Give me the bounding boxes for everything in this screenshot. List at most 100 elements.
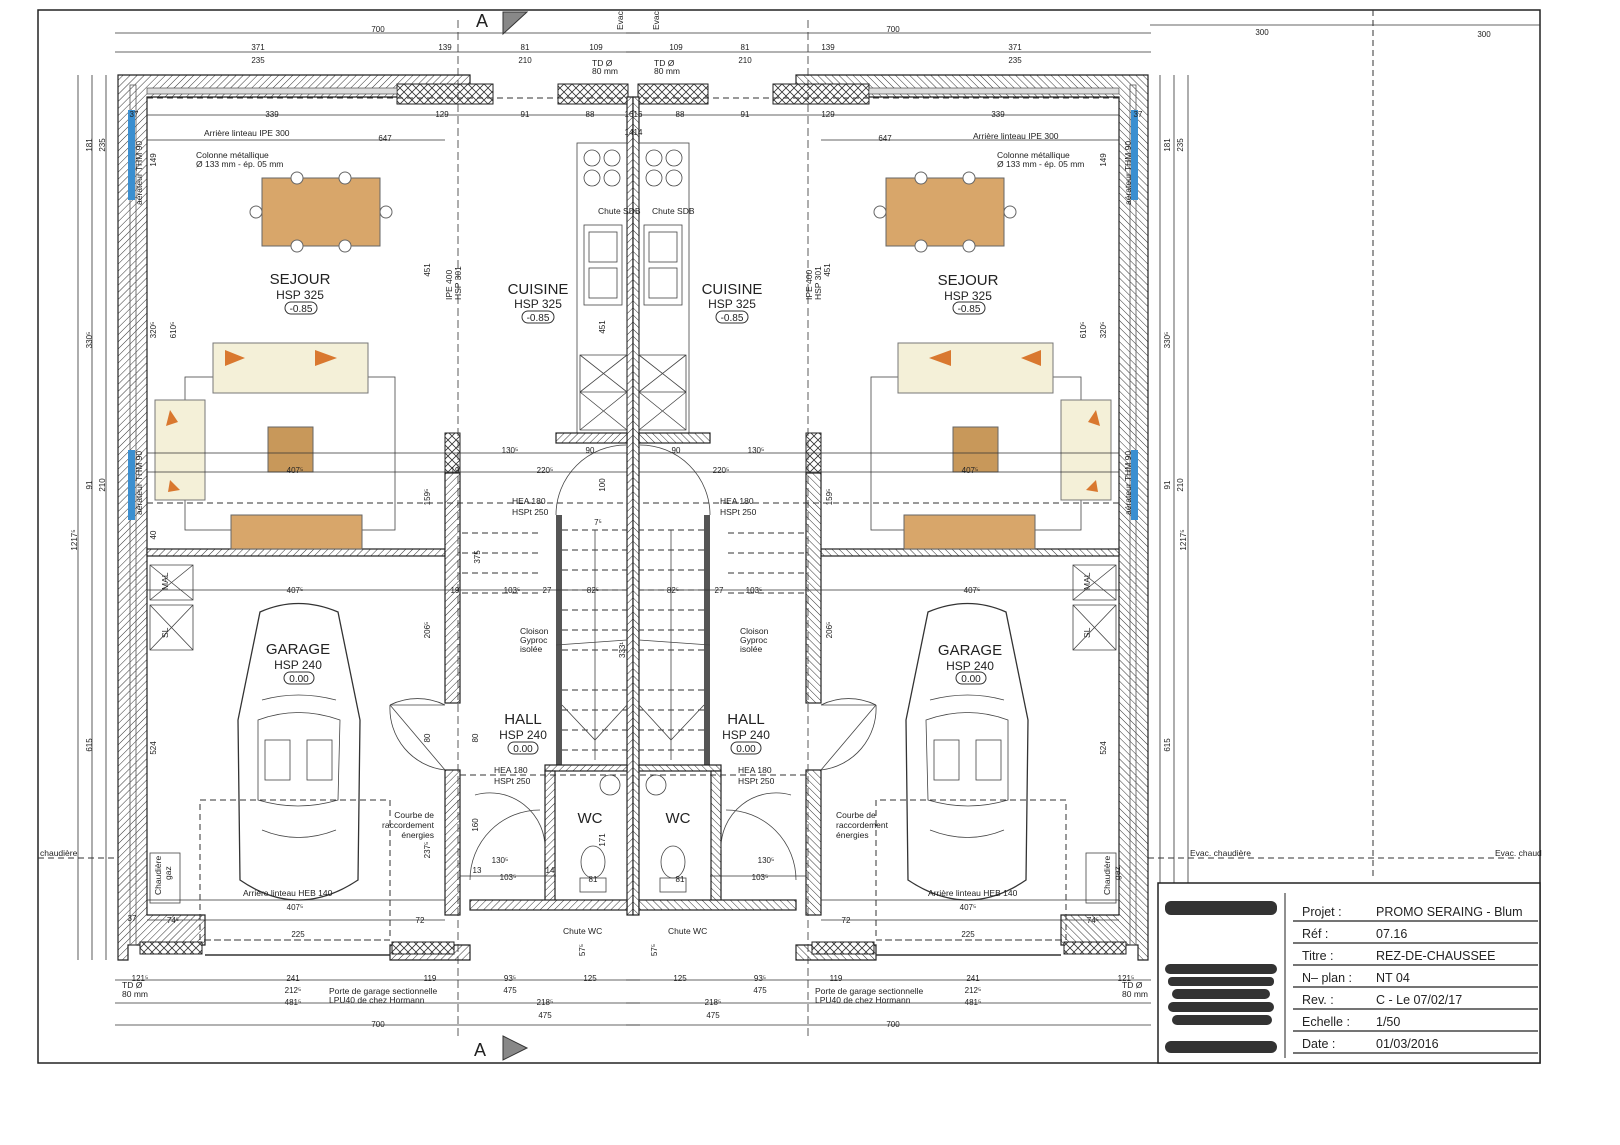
plan-label: 475 xyxy=(753,986,767,995)
room-garage-left: GARAGE HSP 240 0.00 xyxy=(266,641,330,685)
plan-label: Arrière linteau HEB 140 xyxy=(243,888,333,898)
plan-label: HSPt 250 xyxy=(512,507,549,517)
plan-label: 139 xyxy=(438,43,452,52)
plan-label: 57⁵ xyxy=(578,944,587,956)
dimension-labels: 700 371 139 81 109 235 210 700 109 81 13… xyxy=(70,25,1491,1029)
plan-label: -0.85 xyxy=(527,313,550,324)
plan-label: IPE 400 xyxy=(804,269,814,300)
plan-label: 129 xyxy=(821,110,835,119)
plan-label: raccordement xyxy=(836,820,889,830)
drawing-frame xyxy=(37,9,1541,1064)
plan-label: 82⁵ xyxy=(587,586,599,595)
plan-label: 27 xyxy=(715,586,724,595)
plan-label: 80 xyxy=(423,733,432,742)
plan-label: HSP 325 xyxy=(708,297,756,311)
plan-label: 235 xyxy=(251,56,265,65)
plan-label: TD Ø xyxy=(592,58,613,68)
plan-label: LPU40 de chez Hormann xyxy=(815,995,911,1005)
plan-label: 57⁵ xyxy=(650,944,659,956)
plan-label: HSPt 250 xyxy=(738,776,775,786)
plan-label: 371 xyxy=(1008,43,1022,52)
plan-label: 93⁵ xyxy=(504,974,516,983)
plan-label: HSP 301 xyxy=(813,266,823,300)
plan-label: HSP 240 xyxy=(274,658,322,672)
plan-label: HEA 180 xyxy=(512,496,546,506)
plan-label: Colonne métallique xyxy=(997,150,1070,160)
room-wc-left: WC xyxy=(578,810,603,827)
plan-label: Ø 133 mm - ép. 05 mm xyxy=(196,159,283,169)
plan-label: Courbe de xyxy=(836,810,876,820)
plan-label: 407⁵ xyxy=(287,903,304,912)
plan-label: Evac xyxy=(615,10,625,30)
plan-label: 125 xyxy=(583,974,597,983)
plan-label: HSP 325 xyxy=(944,289,992,303)
plan-label: 371 xyxy=(251,43,265,52)
plan-label: 91 xyxy=(1163,480,1172,489)
plan-label: CUISINE xyxy=(702,281,763,298)
plan-label: Réf : xyxy=(1302,927,1328,941)
plan-label: 91 xyxy=(85,480,94,489)
plan-label: isolée xyxy=(740,644,762,654)
plan-label: 72 xyxy=(416,916,425,925)
plan-label: 475 xyxy=(706,1011,720,1020)
plan-label: Projet : xyxy=(1302,905,1342,919)
plan-label: 475 xyxy=(503,986,517,995)
plan-label: Evac. chaudière xyxy=(1190,848,1251,858)
plan-label: 125 xyxy=(673,974,687,983)
plan-label: SL xyxy=(160,627,170,638)
plan-label: 0.00 xyxy=(961,674,981,685)
plan-label: -0.85 xyxy=(958,304,981,315)
plan-label: raccordement xyxy=(382,820,435,830)
plan-label: 225 xyxy=(291,930,305,939)
plan-label: gaz xyxy=(163,866,173,880)
plan-label: gaz xyxy=(1112,866,1122,880)
plan-label: SL xyxy=(1082,627,1092,638)
plan-label: Echelle : xyxy=(1302,1015,1350,1029)
plan-label: 103⁵ xyxy=(752,873,769,882)
plan-label: 524 xyxy=(149,741,158,755)
plan-label: 210 xyxy=(98,478,107,492)
plan-label: 330⁵ xyxy=(85,332,94,349)
plan-label: 109 xyxy=(669,43,683,52)
annotations: Arrière linteau IPE 300 Arrière linteau … xyxy=(40,10,1542,1005)
plan-label: 647 xyxy=(378,134,392,143)
plan-label: HSP 325 xyxy=(514,297,562,311)
plan-label: HSPt 250 xyxy=(494,776,531,786)
room-garage-right: GARAGE HSP 240 0.00 xyxy=(938,642,1002,685)
plan-label: 237⁵ xyxy=(423,842,432,859)
plan-label: aérateur THM 90 xyxy=(1123,451,1133,515)
plan-label: isolée xyxy=(520,644,542,654)
plan-label: 407⁵ xyxy=(287,586,304,595)
plan-label: 100 xyxy=(598,478,607,492)
plan-label: 130⁵ xyxy=(748,446,765,455)
plan-label: 27 xyxy=(543,586,552,595)
plan-label: -0.85 xyxy=(290,304,313,315)
plan-label: TD Ø xyxy=(1122,980,1143,990)
plan-label: Porte de garage sectionnelle xyxy=(329,986,437,996)
plan-label: C - Le 07/02/17 xyxy=(1376,993,1462,1007)
plan-label: 129 xyxy=(435,110,449,119)
plan-label: 14 xyxy=(625,128,634,137)
plan-label: 72 xyxy=(842,916,851,925)
plan-label: 149 xyxy=(149,153,158,167)
plan-label: 139 xyxy=(821,43,835,52)
plan-label: aérateur THM 90 xyxy=(134,451,144,515)
plan-label: 130⁵ xyxy=(502,446,519,455)
plan-label: 451 xyxy=(823,263,832,277)
plan-label: 320⁵ xyxy=(1099,322,1108,339)
plan-label: GARAGE xyxy=(266,641,330,658)
plan-label: aérateur THM 90 xyxy=(1123,141,1133,205)
plan-label: 210 xyxy=(518,56,532,65)
plan-label: 610⁵ xyxy=(169,322,178,339)
plan-label: 330⁵ xyxy=(1163,332,1172,349)
plan-label: 81 xyxy=(741,43,750,52)
room-hall-right: HALL HSP 240 0.00 xyxy=(722,711,770,755)
plan-label: 300 xyxy=(1477,30,1491,39)
plan-label: 610⁵ xyxy=(1079,322,1088,339)
plan-label: 160 xyxy=(471,818,480,832)
plan-label: 206⁵ xyxy=(423,622,432,639)
plan-label: 80 mm xyxy=(122,989,148,999)
plan-label: 0.00 xyxy=(513,744,533,755)
plan-label: aérateur THM 90 xyxy=(134,141,144,205)
plan-label: Ø 133 mm - ép. 05 mm xyxy=(997,159,1084,169)
